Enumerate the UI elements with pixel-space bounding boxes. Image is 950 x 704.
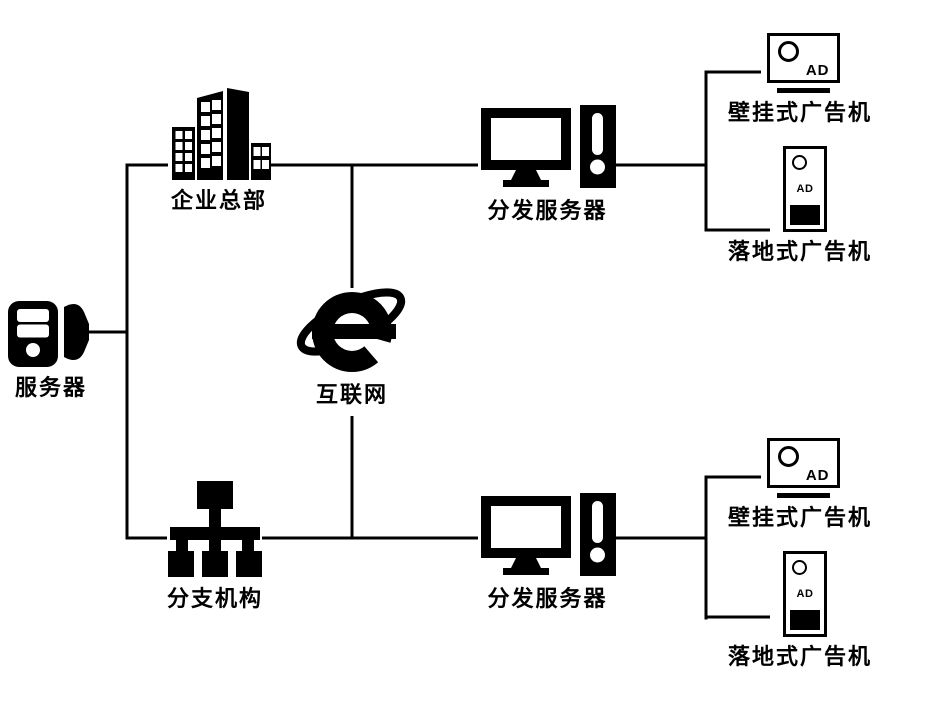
distribution-bottom-label: 分发服务器 (487, 586, 608, 611)
node-wall-ad-top: AD 壁挂式广告机 (715, 33, 885, 125)
desktop-with-tower-icon (480, 105, 616, 188)
headquarters-label: 企业总部 (170, 188, 267, 213)
wall-ad-top-label: 壁挂式广告机 (727, 100, 872, 125)
wall-ad-bottom-label: 壁挂式广告机 (727, 505, 872, 530)
node-server: 服务器 (6, 298, 96, 400)
branch-label: 分支机构 (166, 586, 263, 611)
wall-display-base (776, 88, 830, 93)
wall-display-icon: AD (766, 33, 840, 83)
tower-server-icon (8, 301, 89, 367)
wall-display-base (776, 493, 830, 498)
floor-ad-top-label: 落地式广告机 (727, 239, 872, 264)
kiosk-base-panel (790, 610, 820, 630)
camera-circle-icon (792, 560, 807, 575)
camera-circle-icon (777, 41, 799, 62)
node-distribution-bottom: 分发服务器 (475, 488, 620, 611)
node-headquarters: 企业总部 (158, 84, 280, 213)
node-internet: 互联网 (294, 272, 410, 407)
org-hierarchy-icon (168, 481, 262, 577)
kiosk-base-panel (790, 205, 820, 225)
office-buildings-icon (172, 88, 271, 180)
camera-circle-icon (792, 155, 807, 170)
ad-screen-text: AD (805, 467, 830, 484)
node-floor-ad-top: AD 落地式广告机 (715, 146, 885, 264)
ad-screen-text: AD (796, 183, 814, 195)
node-distribution-top: 分发服务器 (475, 100, 620, 223)
internet-label: 互联网 (315, 382, 388, 407)
kiosk-display-icon: AD (783, 551, 827, 637)
ad-screen-text: AD (805, 62, 830, 79)
node-floor-ad-bottom: AD 落地式广告机 (715, 551, 885, 669)
desktop-with-tower-icon (480, 493, 616, 576)
server-label: 服务器 (14, 375, 87, 400)
floor-ad-bottom-label: 落地式广告机 (727, 644, 872, 669)
camera-circle-icon (777, 446, 799, 467)
kiosk-display-icon: AD (783, 146, 827, 232)
internet-explorer-icon (296, 288, 406, 376)
node-wall-ad-bottom: AD 壁挂式广告机 (715, 438, 885, 530)
node-branch: 分支机构 (163, 481, 267, 611)
distribution-top-label: 分发服务器 (487, 198, 608, 223)
ad-screen-text: AD (796, 588, 814, 600)
wall-display-icon: AD (766, 438, 840, 488)
